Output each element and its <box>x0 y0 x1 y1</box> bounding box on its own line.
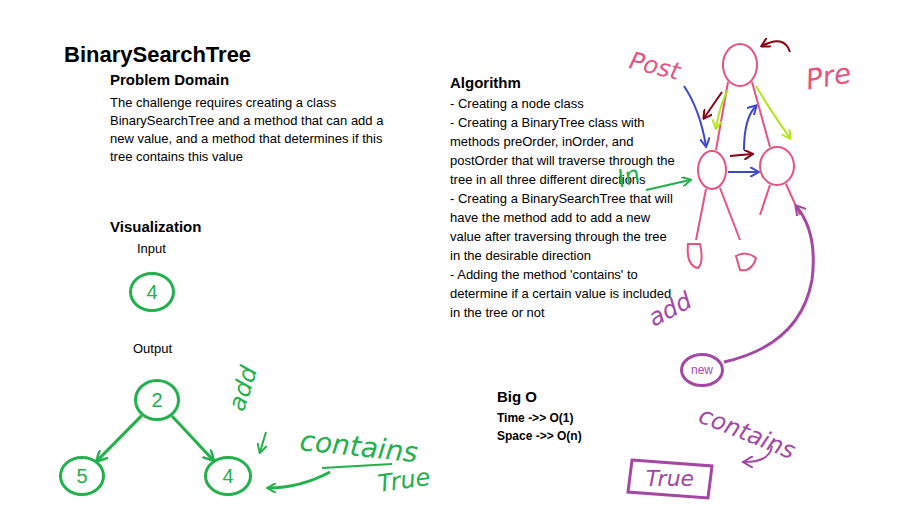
node-label: True <box>646 466 694 491</box>
contains-leader <box>268 472 330 488</box>
complexity-line: Time ->> O(1) <box>497 411 573 425</box>
tree-root-circle <box>723 44 757 86</box>
tree-node: 5 <box>59 456 105 496</box>
in-arrow <box>728 171 758 173</box>
traversal-label: Post <box>627 46 683 86</box>
node-text-holder: 4 <box>129 272 175 312</box>
tree-leaf <box>688 244 702 268</box>
node-label: new <box>691 363 713 377</box>
input-node: 4 <box>129 272 175 312</box>
new-value-node: new <box>680 353 724 387</box>
tree-branch <box>760 185 770 215</box>
algorithm-step: - Creating a node class <box>450 94 680 113</box>
post-arrow <box>684 86 706 146</box>
traversal-arrow <box>730 154 752 156</box>
node-text-holder: True <box>626 456 714 500</box>
section-heading: Big O <box>497 388 537 405</box>
complexity-line: Space ->> O(n) <box>497 429 582 443</box>
add-note: add <box>223 363 264 415</box>
node-shape <box>206 458 251 495</box>
node-shape <box>682 355 723 386</box>
result-note: True <box>376 463 432 498</box>
node-text-holder: new <box>680 353 724 387</box>
node-label: 4 <box>222 465 233 488</box>
tree-branch <box>720 188 740 240</box>
algorithm-step: - Adding the method 'contains' to determ… <box>450 265 680 322</box>
tree-branch <box>696 189 706 240</box>
tree-node: 2 <box>134 379 180 421</box>
in-arrow <box>744 106 756 150</box>
problem-text: The challenge requires creating a class … <box>110 94 400 166</box>
tree-edge <box>172 416 213 460</box>
node-shape <box>131 274 174 311</box>
node-text-holder: 2 <box>134 379 180 421</box>
in-arrow <box>646 180 690 190</box>
section-heading: Problem Domain <box>110 71 229 88</box>
section-heading: Visualization <box>110 218 201 235</box>
traversal-arrow <box>762 41 790 52</box>
result-box: True <box>626 456 714 500</box>
section-heading: Algorithm <box>450 74 521 91</box>
node-label: 4 <box>146 281 157 304</box>
traversal-arrow <box>704 92 722 118</box>
node-shape <box>628 460 712 498</box>
node-text-holder: 5 <box>59 456 105 496</box>
contains-note: contains <box>695 401 800 465</box>
tree-node: 4 <box>204 456 252 496</box>
page-title: BinarySearchTree <box>64 42 251 68</box>
tree-left-circle <box>698 151 726 189</box>
tree-right-circle <box>760 147 794 185</box>
input-label: Input <box>137 241 166 256</box>
node-shape <box>61 458 104 495</box>
tree-leaf <box>736 253 756 270</box>
tree-branch <box>752 82 770 147</box>
pre-arrow <box>756 86 790 138</box>
algorithm-step: - Creating a BinaryTree class with metho… <box>450 113 680 189</box>
node-text-holder: 4 <box>204 456 252 496</box>
output-label: Output <box>133 341 172 356</box>
add-leader <box>260 432 266 452</box>
algorithm-step: - Creating a BinarySearchTree that will … <box>450 189 680 265</box>
node-label: 5 <box>76 465 87 488</box>
node-label: 2 <box>151 389 162 412</box>
pre-arrow <box>716 90 728 128</box>
traversal-label: Pre <box>803 56 854 96</box>
node-shape <box>136 381 179 420</box>
add-arrow <box>724 206 813 362</box>
tree-edge <box>97 416 142 461</box>
contains-note: contains <box>298 424 419 469</box>
